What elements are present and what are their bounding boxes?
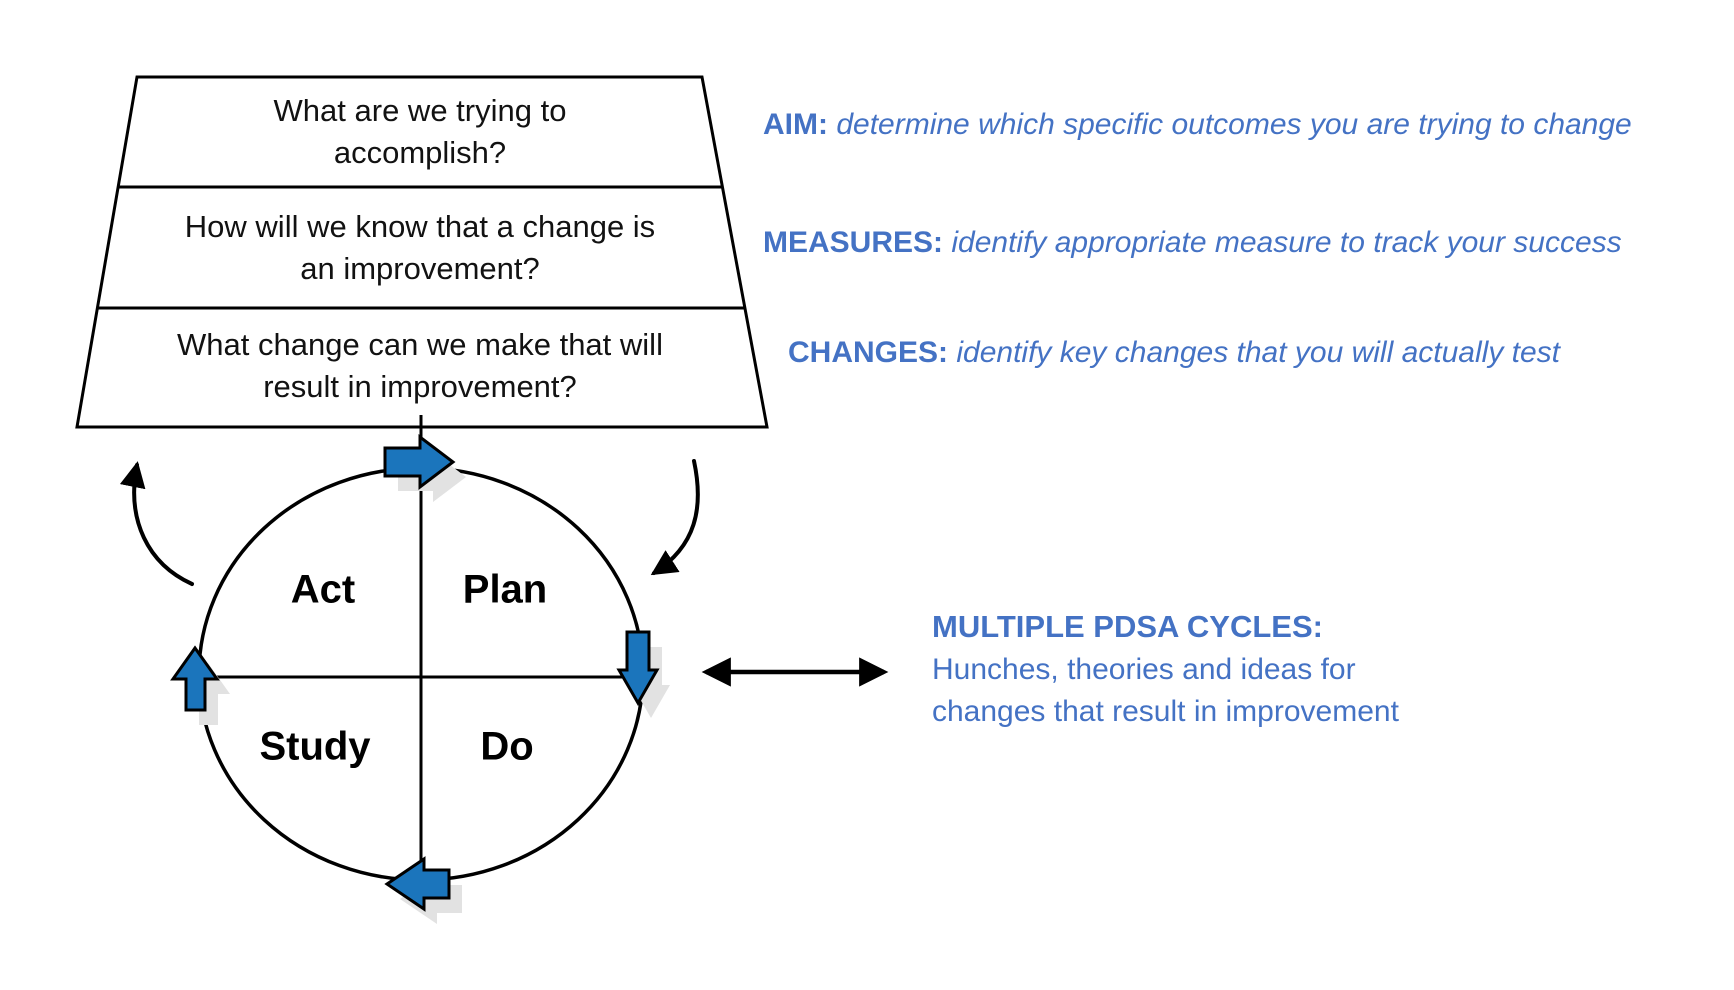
clockwise-arrow-right-icon	[616, 630, 660, 707]
clockwise-arrow-bottom-icon	[384, 856, 451, 912]
pdsa-note-line2: changes that result in improvement	[932, 695, 1399, 728]
trapezoid-row-changes-line1: What change can we make that will	[177, 326, 663, 362]
trapezoid-row-aim-line2: accomplish?	[333, 135, 507, 170]
pdsa-note-line1: Hunches, theories and ideas for	[932, 653, 1356, 686]
trapezoid-row-measures-line2: an improvement?	[300, 250, 540, 286]
quadrant-do-label: Do	[480, 724, 534, 769]
clockwise-arrow-left-icon	[170, 645, 220, 712]
trapezoid-row-changes: What change can we make that will result…	[80, 308, 760, 423]
trapezoid-row-measures-line1: How will we know that a change is	[184, 208, 656, 244]
trapezoid-row-measures: How will we know that a change is an imp…	[80, 187, 760, 308]
quadrant-plan-label: Plan	[462, 567, 548, 612]
pdsa-note-title: MULTIPLE PDSA CYCLES:	[932, 609, 1323, 644]
arrow-shadows	[186, 452, 670, 924]
curved-connector-left-icon	[119, 461, 194, 586]
trapezoid-outline	[75, 75, 769, 429]
curved-connector-right-icon	[650, 459, 700, 576]
annotation-aim-description: determine which specific outcomes you ar…	[836, 108, 1632, 141]
annotation-measures: MEASURES: identify appropriate measure t…	[763, 225, 1622, 261]
annotation-aim-label: AIM:	[763, 108, 828, 141]
annotation-aim: AIM: determine which specific outcomes y…	[763, 107, 1632, 143]
pdsa-note: MULTIPLE PDSA CYCLES: Hunches, theories …	[932, 605, 1399, 733]
clockwise-arrow-top-icon	[383, 433, 456, 491]
trapezoid-row-changes-line2: result in improvement?	[263, 368, 577, 404]
annotation-changes: CHANGES: identify key changes that you w…	[788, 335, 1560, 371]
annotation-changes-description: identify key changes that you will actua…	[956, 336, 1561, 369]
annotation-measures-label: MEASURES:	[763, 226, 944, 259]
annotation-changes-label: CHANGES:	[788, 336, 949, 369]
trapezoid-row-aim-line1: What are we trying to	[273, 93, 567, 128]
quadrant-act-label: Act	[290, 567, 356, 612]
quadrant-study-label: Study	[259, 724, 371, 769]
annotation-measures-description: identify appropriate measure to track yo…	[951, 226, 1622, 259]
trapezoid-row-aim: What are we trying to accomplish?	[80, 77, 760, 187]
